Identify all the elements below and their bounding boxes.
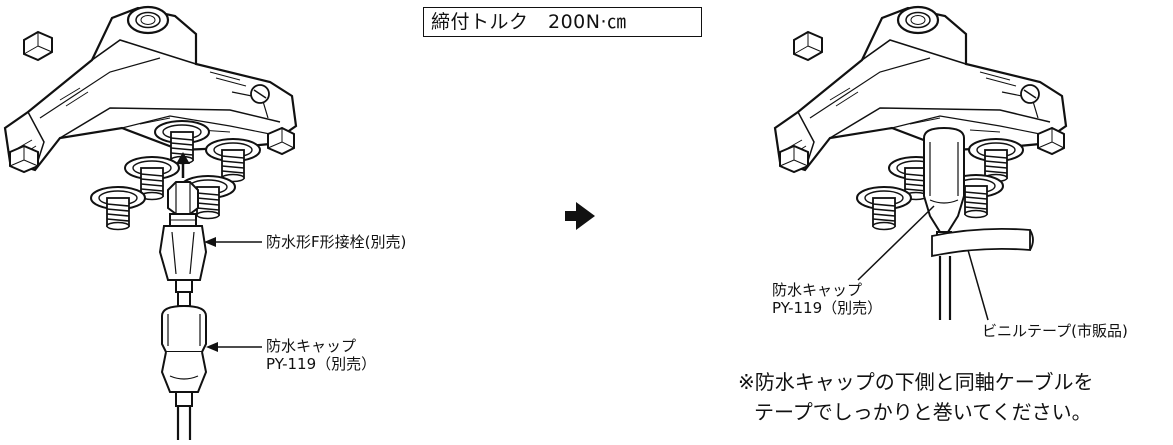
right-waterproof-cap bbox=[923, 126, 965, 243]
left-cap-label-line2: PY-119（別売） bbox=[266, 355, 377, 373]
right-arrow-icon bbox=[565, 202, 595, 230]
right-leader-tape bbox=[967, 249, 989, 321]
left-cap-label-line1: 防水キャップ bbox=[266, 337, 357, 355]
right-leader-cap bbox=[857, 205, 935, 281]
right-cap-label-line1: 防水キャップ bbox=[772, 281, 863, 299]
up-arrow-icon bbox=[176, 152, 190, 178]
left-leader-connector bbox=[204, 237, 262, 247]
left-cable bbox=[176, 406, 192, 440]
f-connector-label: 防水形F形接栓(別売) bbox=[266, 233, 407, 251]
torque-spec-box: 締付トルク 200N·㎝ bbox=[423, 7, 702, 37]
instruction-note-line2: テープでしっかりと巻いてください。 bbox=[754, 400, 1092, 424]
instruction-note-line1: ※防水キャップの下側と同軸ケーブルを bbox=[738, 370, 1094, 394]
right-cap-label-line2: PY-119（別売） bbox=[772, 299, 883, 317]
left-leader-cap bbox=[206, 342, 262, 352]
vinyl-tape bbox=[931, 227, 1034, 258]
f-connector bbox=[158, 181, 208, 307]
left-waterproof-cap bbox=[160, 304, 208, 407]
vinyl-tape-label: ビニルテープ(市販品) bbox=[982, 322, 1128, 340]
right-cable bbox=[938, 256, 952, 320]
